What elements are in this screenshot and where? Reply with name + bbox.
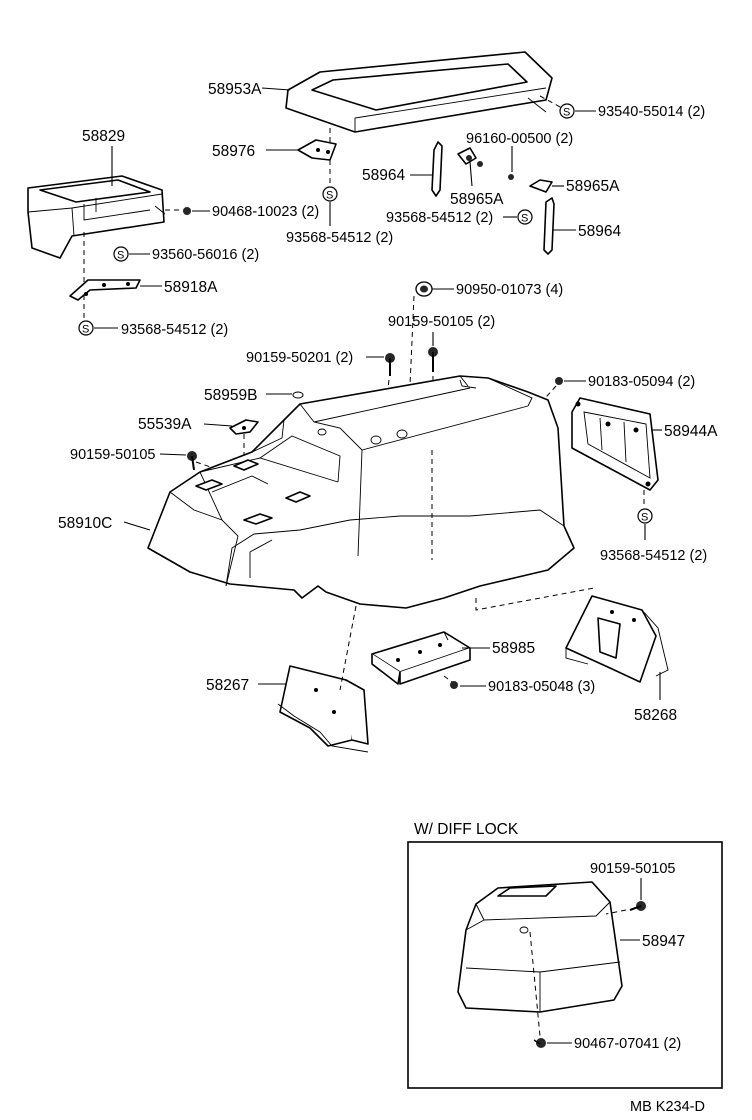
- label-90467-07041: 90467-07041 (2): [574, 1036, 681, 1052]
- label-93568-54512-b: 93568-54512 (2): [386, 210, 493, 226]
- label-58965A-a: 58965A: [450, 191, 504, 208]
- label-90468-10023: 90468-10023 (2): [212, 204, 319, 220]
- seal-symbol-93568-center: S: [322, 186, 338, 202]
- label-90159-50105-a: 90159-50105 (2): [388, 314, 495, 330]
- clip-90183-05048: [450, 681, 458, 689]
- part-58976-hinge: [297, 139, 337, 161]
- label-58947: 58947: [642, 933, 685, 950]
- inset-title: W/ DIFF LOCK: [414, 821, 519, 838]
- label-58910C: 58910C: [58, 515, 112, 532]
- label-93568-54512-a: 93568-54512 (2): [286, 230, 393, 246]
- svg-text:S: S: [117, 250, 124, 262]
- svg-text:S: S: [563, 107, 570, 119]
- svg-text:S: S: [326, 190, 333, 202]
- part-58944A-side-panel: [571, 397, 659, 491]
- label-93568-54512-c: 93568-54512 (2): [121, 322, 228, 338]
- seal-symbol-93568-right-upper: S: [517, 209, 533, 225]
- part-58964-strap-upper: [431, 141, 443, 197]
- part-55539A-clip: [229, 419, 259, 435]
- label-58964-b: 58964: [578, 223, 621, 240]
- label-58959B: 58959B: [204, 387, 257, 404]
- clip-96160: [477, 161, 514, 180]
- label-58918A: 58918A: [164, 279, 218, 296]
- seal-symbol-93568-right-lower: S: [637, 508, 653, 524]
- clip-90468: [183, 207, 191, 215]
- part-58267-bracket: [277, 665, 369, 753]
- part-58959B-plug: [292, 391, 304, 399]
- seal-symbol-93560: S: [113, 246, 129, 262]
- label-93568-54512-d: 93568-54512 (2): [600, 548, 707, 564]
- label-93540-55014: 93540-55014 (2): [598, 104, 705, 120]
- part-58964-strap-lower: [543, 197, 555, 255]
- label-58965A-b: 58965A: [566, 178, 620, 195]
- label-55539A: 55539A: [138, 416, 192, 433]
- diagram-code: MB K234-D: [630, 1099, 705, 1115]
- inset-frame: [407, 841, 723, 1089]
- label-90183-05094: 90183-05094 (2): [588, 374, 695, 390]
- inset-diff-lock: W/ DIFF LOCK 58947 90159-50105 9: [407, 821, 723, 1089]
- part-58947-cover: [457, 881, 623, 1013]
- label-58829: 58829: [82, 128, 125, 145]
- clip-90467-07041: [533, 1038, 546, 1048]
- label-58944A: 58944A: [664, 423, 718, 440]
- label-90159-50105-b: 90159-50105: [70, 447, 155, 463]
- label-58976: 58976: [212, 143, 255, 160]
- label-58985: 58985: [492, 640, 535, 657]
- part-58268-bracket: [565, 595, 669, 683]
- label-90183-05048: 90183-05048 (3): [488, 679, 595, 695]
- part-58910C-console-body: [147, 375, 575, 609]
- svg-text:S: S: [82, 324, 89, 336]
- label-93560-56016: 93560-56016 (2): [152, 247, 259, 263]
- label-90159-50201: 90159-50201 (2): [246, 350, 353, 366]
- part-58965A-catch-right: [529, 179, 553, 193]
- part-58918A-bracket: [69, 279, 141, 301]
- seal-symbol-93568-left: S: [78, 320, 94, 336]
- label-90950-01073: 90950-01073 (4): [456, 282, 563, 298]
- label-58953A: 58953A: [208, 81, 262, 98]
- screw-90159-50105-inset: [629, 901, 646, 911]
- screw-90159-50105-upper: [428, 347, 438, 372]
- svg-text:S: S: [521, 213, 528, 225]
- seal-symbol-93540: S: [559, 103, 575, 119]
- part-58985-bracket: [371, 631, 471, 685]
- label-90159-50105-c: 90159-50105: [590, 861, 675, 877]
- clip-90183-05094: [555, 377, 563, 385]
- part-58829-storage-box: [27, 175, 166, 259]
- label-58267: 58267: [206, 677, 249, 694]
- label-58964-a: 58964: [362, 167, 405, 184]
- label-58268: 58268: [634, 707, 677, 724]
- svg-text:S: S: [641, 512, 648, 524]
- label-96160-00500: 96160-00500 (2): [466, 131, 573, 147]
- plug-90950: [415, 281, 433, 297]
- screw-90159-50201: [385, 353, 395, 376]
- part-58965A-catch-left: [457, 147, 477, 165]
- screw-90159-50105-left: [187, 451, 197, 471]
- part-58953A-armrest-lid: [285, 51, 553, 133]
